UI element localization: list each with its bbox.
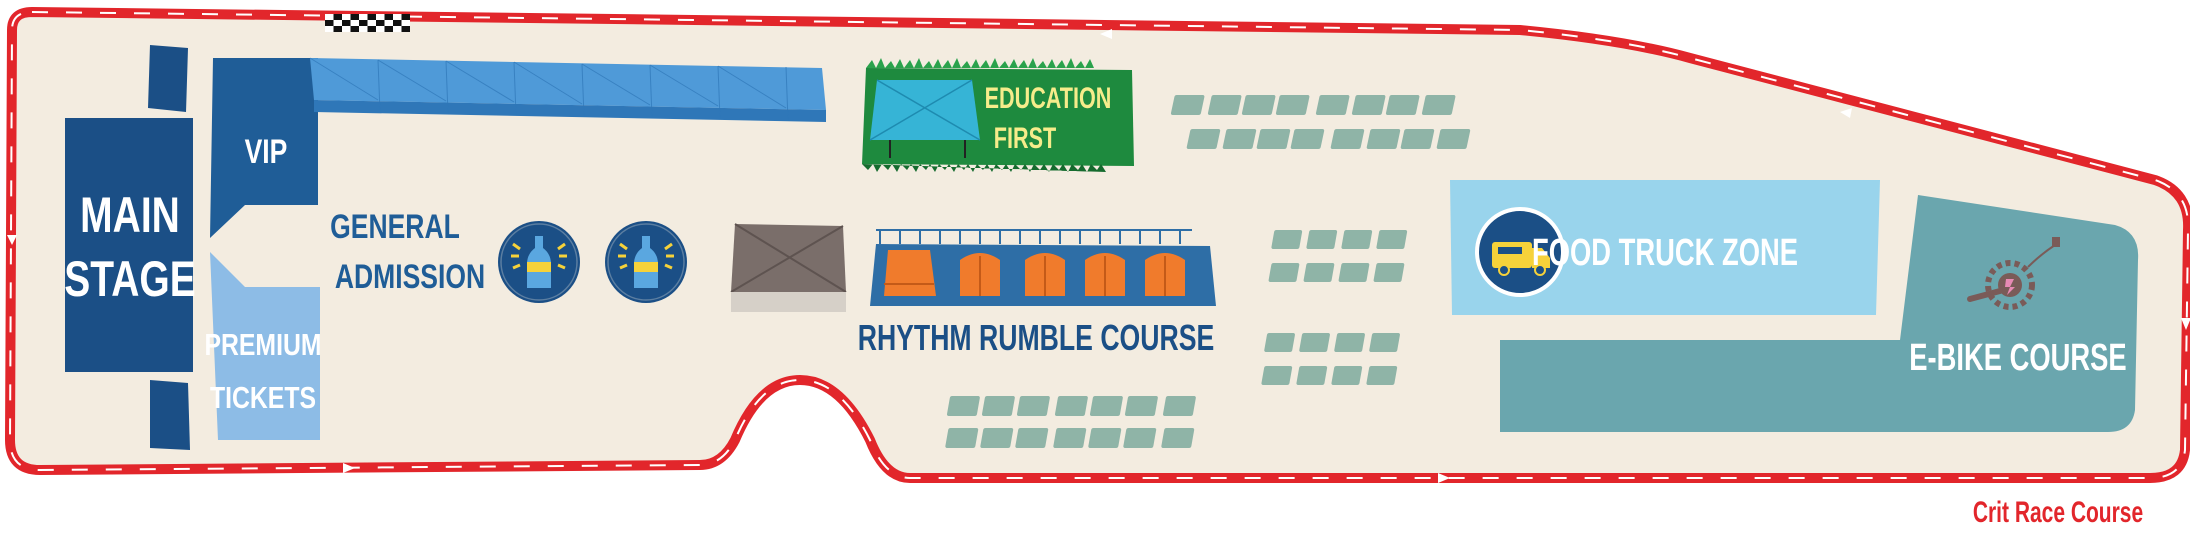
ebike-course-area <box>1500 195 2139 432</box>
arrow-icon <box>2181 318 2190 330</box>
blue-tent <box>309 57 826 122</box>
main-stage-label-1: MAIN <box>80 186 180 243</box>
education-tent <box>870 80 980 140</box>
premium-label-1: PREMIUM <box>204 327 321 361</box>
vip-area <box>210 58 318 238</box>
arrow-icon <box>7 235 17 245</box>
bottle-icon <box>498 221 580 303</box>
track-arrows <box>7 29 2190 483</box>
education-first-label-2: FIRST <box>994 120 1056 154</box>
rhythm-rumble-label: RHYTHM RUMBLE COURSE <box>858 317 1215 358</box>
rhythm-rumble-course <box>870 229 1216 306</box>
seating-tables <box>945 95 1471 448</box>
main-stage: MAIN STAGE <box>64 45 196 450</box>
premium-label-2: TICKETS <box>210 380 316 414</box>
arrow-icon <box>1840 108 1852 118</box>
stage-speaker-bottom <box>150 380 190 450</box>
arrow-icon <box>343 463 355 473</box>
stage-speaker-top <box>148 45 188 112</box>
food-truck-zone-label: FOOD TRUCK ZONE <box>1532 232 1798 274</box>
crit-race-course-label: Crit Race Course <box>1973 497 2143 529</box>
food-truck-zone <box>1450 180 1880 315</box>
arrow-icon <box>1100 29 1112 39</box>
general-admission-label-1: GENERAL <box>330 208 460 246</box>
education-first-label-1: EDUCATION <box>985 80 1112 114</box>
premium-tickets-area <box>210 252 320 440</box>
vip-label: VIP <box>245 133 288 171</box>
stage-block <box>65 118 193 372</box>
gray-tent <box>730 223 847 312</box>
main-stage-label-2: STAGE <box>64 250 195 307</box>
education-first-area <box>862 58 1134 172</box>
bike-chainring-icon <box>1967 237 2060 310</box>
arrow-icon <box>1438 473 1450 483</box>
ebike-course-label: E-BIKE COURSE <box>1909 337 2126 379</box>
checkered-flag-icon <box>325 14 410 32</box>
bottle-icon <box>605 221 687 303</box>
food-truck-icon <box>1475 207 1565 297</box>
general-admission-label-2: ADMISSION <box>335 258 485 296</box>
